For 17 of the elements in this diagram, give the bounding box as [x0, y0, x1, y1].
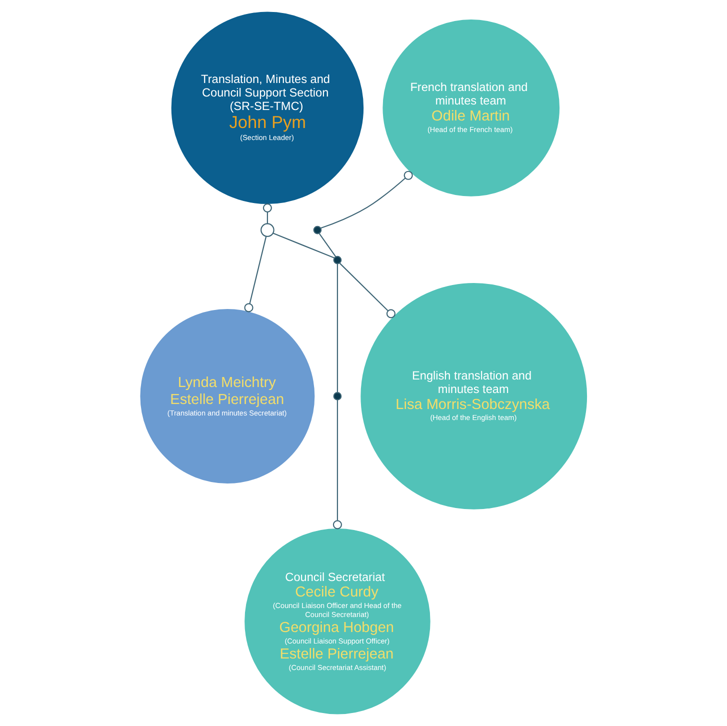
connector: [262, 203, 272, 224]
connector: [318, 233, 336, 258]
node-circle: French translation and minutes team Odile Martin (Head of the French team): [382, 19, 560, 196]
connector: [336, 264, 338, 393]
connector: [332, 400, 342, 530]
node-circle: English translation and minutes team Lisa Morris-Sobczynska (Head of the English team): [360, 283, 588, 510]
node-circle: [333, 392, 342, 400]
node-circle: [333, 256, 342, 264]
connector: [244, 236, 267, 312]
connector: [320, 170, 413, 229]
node-circle: Lynda Meichtry Estelle Pierrejean (Translation and minutes Secretariat): [140, 309, 315, 484]
node-circle: Translation, Minutes and Council Support Section (SR-SE-TMC) John Pym (Section Leader): [171, 12, 364, 204]
node-circle: Council Secretariat Cecile Curdy (Council Liaison Officer and Head of the Council Secretariat) Georgina Hobgen (Council Liaison Support Officer) Estelle Pierrejean (Council Secretariat Assistant): [244, 528, 430, 714]
node-circle: [313, 226, 322, 234]
connector: [272, 232, 334, 258]
connector: [339, 262, 396, 318]
node-circle: [260, 223, 274, 237]
